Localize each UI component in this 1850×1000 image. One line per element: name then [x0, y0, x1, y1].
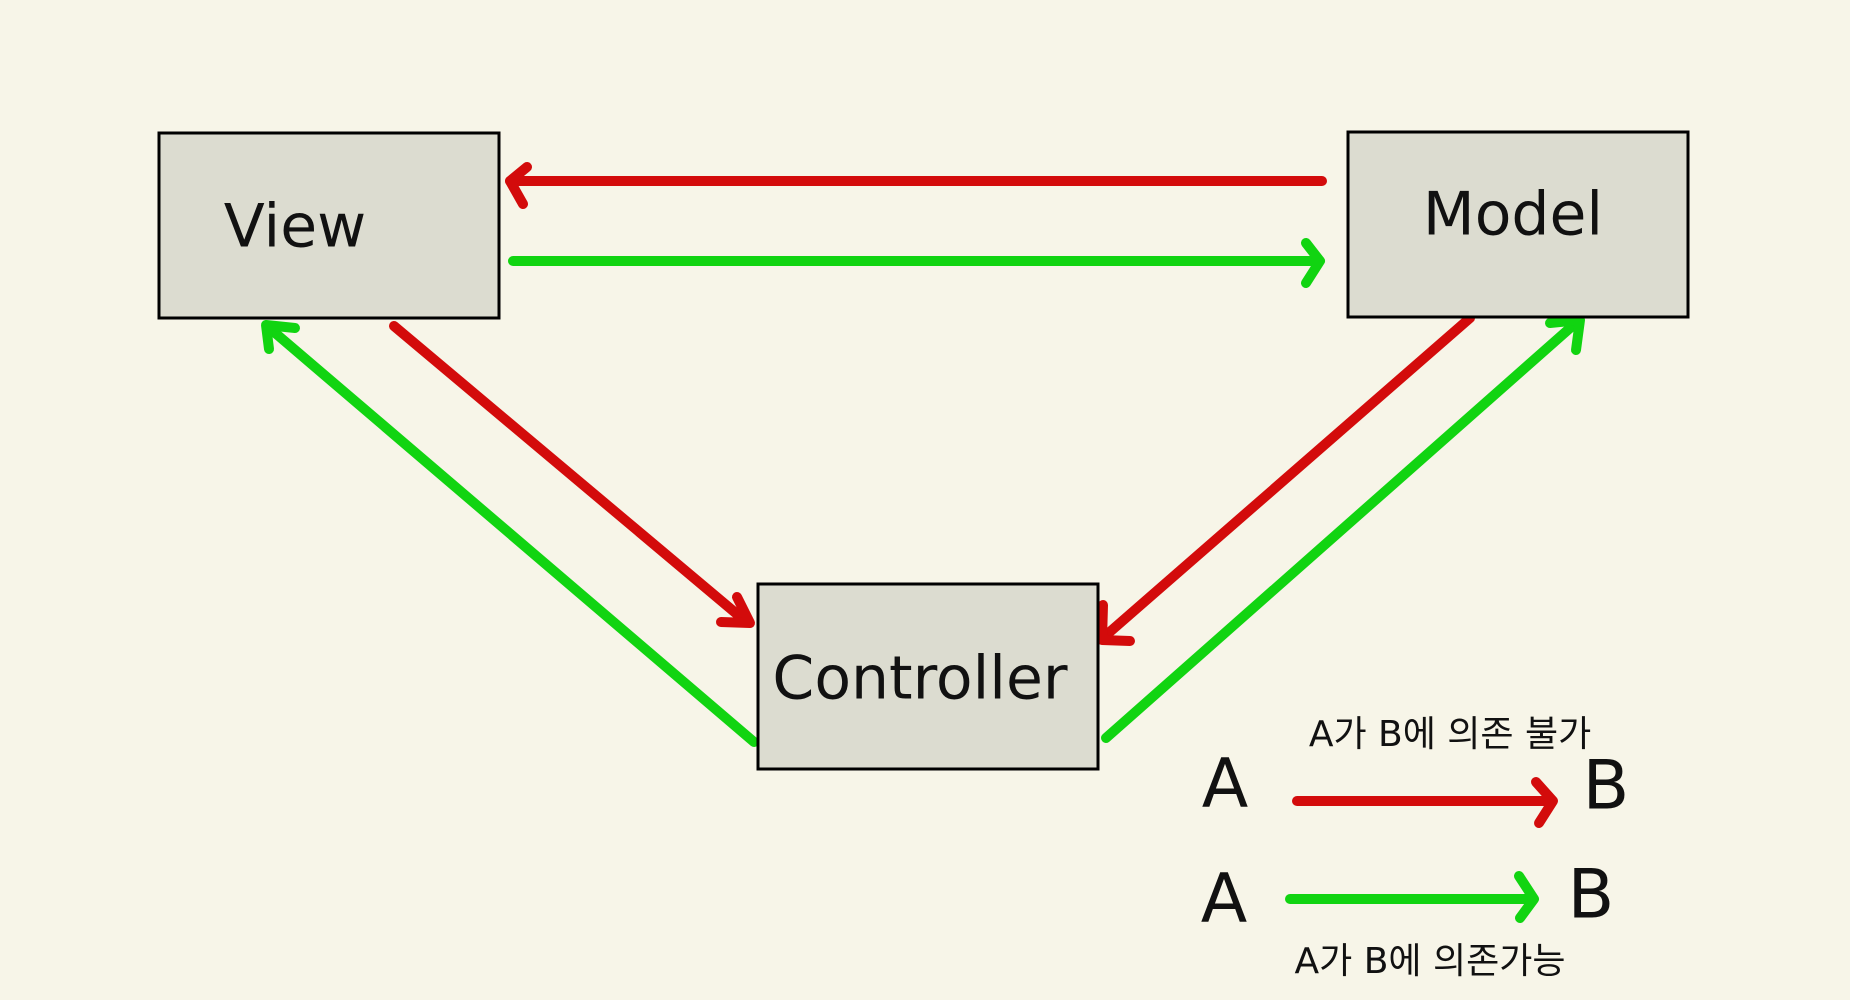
legend-can-depend: A B A가 B에 의존가능 [1201, 856, 1615, 982]
view-label: View [224, 192, 366, 262]
legend-cannot-to: B [1583, 747, 1630, 826]
node-view: View [157, 131, 501, 320]
arrow-controller-to-view [261, 320, 759, 747]
model-box [1346, 130, 1690, 319]
arrow-view-to-model [508, 238, 1325, 288]
node-model: Model [1346, 130, 1690, 319]
dependency-arrows [261, 162, 1585, 747]
legend-can-from: A [1201, 860, 1248, 939]
controller-box [756, 582, 1100, 771]
arrow-model-to-controller [1097, 313, 1475, 646]
legend: A가 B에 의존 불가 A B A B A가 B에 의존가능 [1201, 714, 1630, 982]
legend-cannot-from: A [1202, 745, 1249, 824]
legend-cannot-arrowhead [1531, 777, 1558, 828]
arrow-view-to-controller [389, 321, 755, 628]
node-controller: Controller [756, 582, 1100, 771]
legend-can-caption: A가 B에 의존가능 [1295, 941, 1566, 982]
legend-can-to: B [1568, 856, 1615, 935]
legend-cannot-depend: A가 B에 의존 불가 A B [1202, 714, 1630, 828]
arrow-controller-to-model [1101, 315, 1585, 743]
view-box [157, 131, 501, 320]
legend-cannot-caption: A가 B에 의존 불가 [1309, 714, 1591, 755]
arrow-model-to-view [505, 162, 1327, 209]
controller-label: Controller [772, 644, 1067, 714]
legend-can-arrowhead [1514, 871, 1539, 923]
model-label: Model [1423, 180, 1603, 250]
